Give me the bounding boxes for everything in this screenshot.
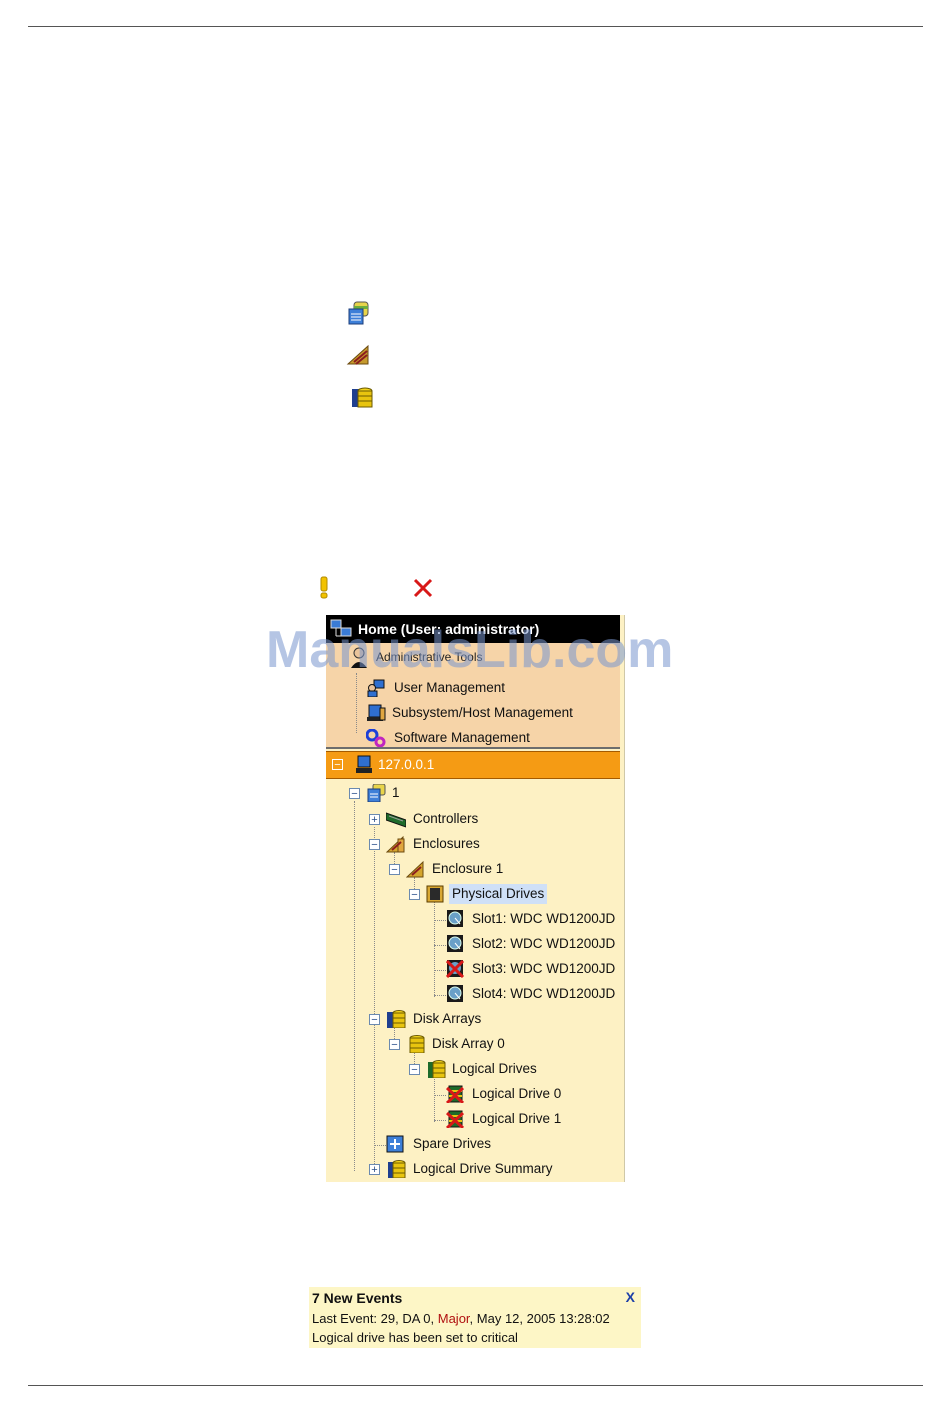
- tree-node-label: Slot3: WDC WD1200JD: [472, 961, 616, 976]
- collapse-toggle[interactable]: −: [349, 788, 360, 800]
- error-x-icon: [413, 578, 433, 598]
- disk-drive-icon: [447, 935, 463, 952]
- event-message: Logical drive has been set to critical: [312, 1330, 518, 1345]
- warning-icon: [320, 576, 328, 599]
- tree-node-label: Spare Drives: [413, 1136, 492, 1151]
- tree-node-label: Slot1: WDC WD1200JD: [472, 911, 616, 926]
- disk-drive-icon: [447, 985, 463, 1002]
- administrative-tools-label: Administrative Tools: [376, 650, 483, 664]
- disk-drive-error-icon: [446, 960, 465, 978]
- host-label: 127.0.0.1: [378, 757, 435, 772]
- collapse-toggle[interactable]: −: [369, 839, 380, 851]
- tree-header[interactable]: Home (User: administrator): [326, 615, 620, 643]
- expand-toggle[interactable]: +: [369, 1164, 380, 1176]
- tree-node-label: 1: [392, 785, 400, 800]
- events-title: 7 New Events: [312, 1290, 403, 1306]
- host-computer-icon: [356, 755, 372, 773]
- tree-node-label: Logical Drive 1: [472, 1111, 562, 1126]
- tree-node-label: Enclosure 1: [432, 861, 504, 876]
- watermark: ManualsLib.com: [266, 621, 674, 679]
- tree-node-label: Physical Drives: [449, 884, 548, 904]
- expand-toggle[interactable]: +: [369, 814, 380, 826]
- bottom-rule: [28, 1385, 923, 1386]
- collapse-toggle[interactable]: −: [369, 1014, 380, 1026]
- logical-drives-icon: [428, 1060, 446, 1078]
- new-events-popup[interactable]: 7 New Events X Last Event: 29, DA 0, Maj…: [309, 1287, 641, 1348]
- logical-drive-error-icon: [446, 1085, 465, 1103]
- host-icon: [367, 704, 386, 721]
- severity-label: Major: [437, 1311, 470, 1326]
- collapse-toggle[interactable]: −: [389, 864, 400, 876]
- tree-node-label: Logical Drives: [452, 1061, 537, 1076]
- tree-node-label: Logical Drive 0: [472, 1086, 562, 1101]
- tree-node-label: Slot4: WDC WD1200JD: [472, 986, 616, 1001]
- admin-item-label: User Management: [394, 680, 506, 695]
- enclosure-icon: [406, 860, 424, 878]
- enclosure-icon: [346, 344, 369, 365]
- tree-node-label: Disk Array 0: [432, 1036, 505, 1051]
- controller-card-icon: [386, 812, 406, 828]
- tree-header-title: Home (User: administrator): [358, 621, 540, 637]
- spare-drives-icon: [386, 1135, 404, 1153]
- tree-node-label: Enclosures: [413, 836, 480, 851]
- gears-icon: [366, 729, 386, 747]
- host-row[interactable]: − 127.0.0.1: [326, 751, 620, 779]
- admin-tools-list: User Management Subsystem/Host Managemen…: [326, 673, 620, 749]
- logical-drive-summary-icon: [388, 1160, 406, 1178]
- subsystem-icon: [367, 784, 386, 802]
- logical-drive-error-icon: [446, 1110, 465, 1128]
- administrative-tools-row[interactable]: Administrative Tools: [326, 643, 620, 673]
- collapse-toggle[interactable]: −: [409, 1064, 420, 1076]
- last-event-prefix: Last Event: 29, DA 0,: [312, 1311, 438, 1326]
- disk-array-icon: [409, 1035, 425, 1053]
- tree-node-label: Logical Drive Summary: [413, 1161, 553, 1176]
- users-icon: [367, 679, 385, 697]
- subsystem-icon: [348, 301, 369, 325]
- last-event-line: Last Event: 29, DA 0, Major, May 12, 200…: [312, 1311, 610, 1326]
- home-network-icon: [330, 619, 352, 637]
- navigation-tree: Home (User: administrator) Administrativ…: [326, 615, 625, 1182]
- collapse-toggle[interactable]: −: [332, 759, 343, 771]
- tree-node-label: Controllers: [413, 811, 479, 826]
- top-rule: [28, 26, 923, 27]
- close-button[interactable]: X: [625, 1289, 635, 1305]
- disk-array-icon: [352, 387, 373, 408]
- collapse-toggle[interactable]: −: [389, 1039, 400, 1051]
- disk-arrays-icon: [387, 1010, 406, 1028]
- tree-node-label: Disk Arrays: [413, 1011, 482, 1026]
- admin-item-label: Subsystem/Host Management: [392, 705, 573, 720]
- admin-item-label: Software Management: [394, 730, 530, 745]
- enclosures-icon: [386, 835, 405, 853]
- collapse-toggle[interactable]: −: [409, 889, 420, 901]
- physical-drives-icon: [426, 885, 444, 903]
- disk-drive-icon: [447, 910, 463, 927]
- last-event-suffix: , May 12, 2005 13:28:02: [469, 1311, 610, 1326]
- admin-user-icon: [351, 647, 367, 668]
- tree-node-label: Slot2: WDC WD1200JD: [472, 936, 616, 951]
